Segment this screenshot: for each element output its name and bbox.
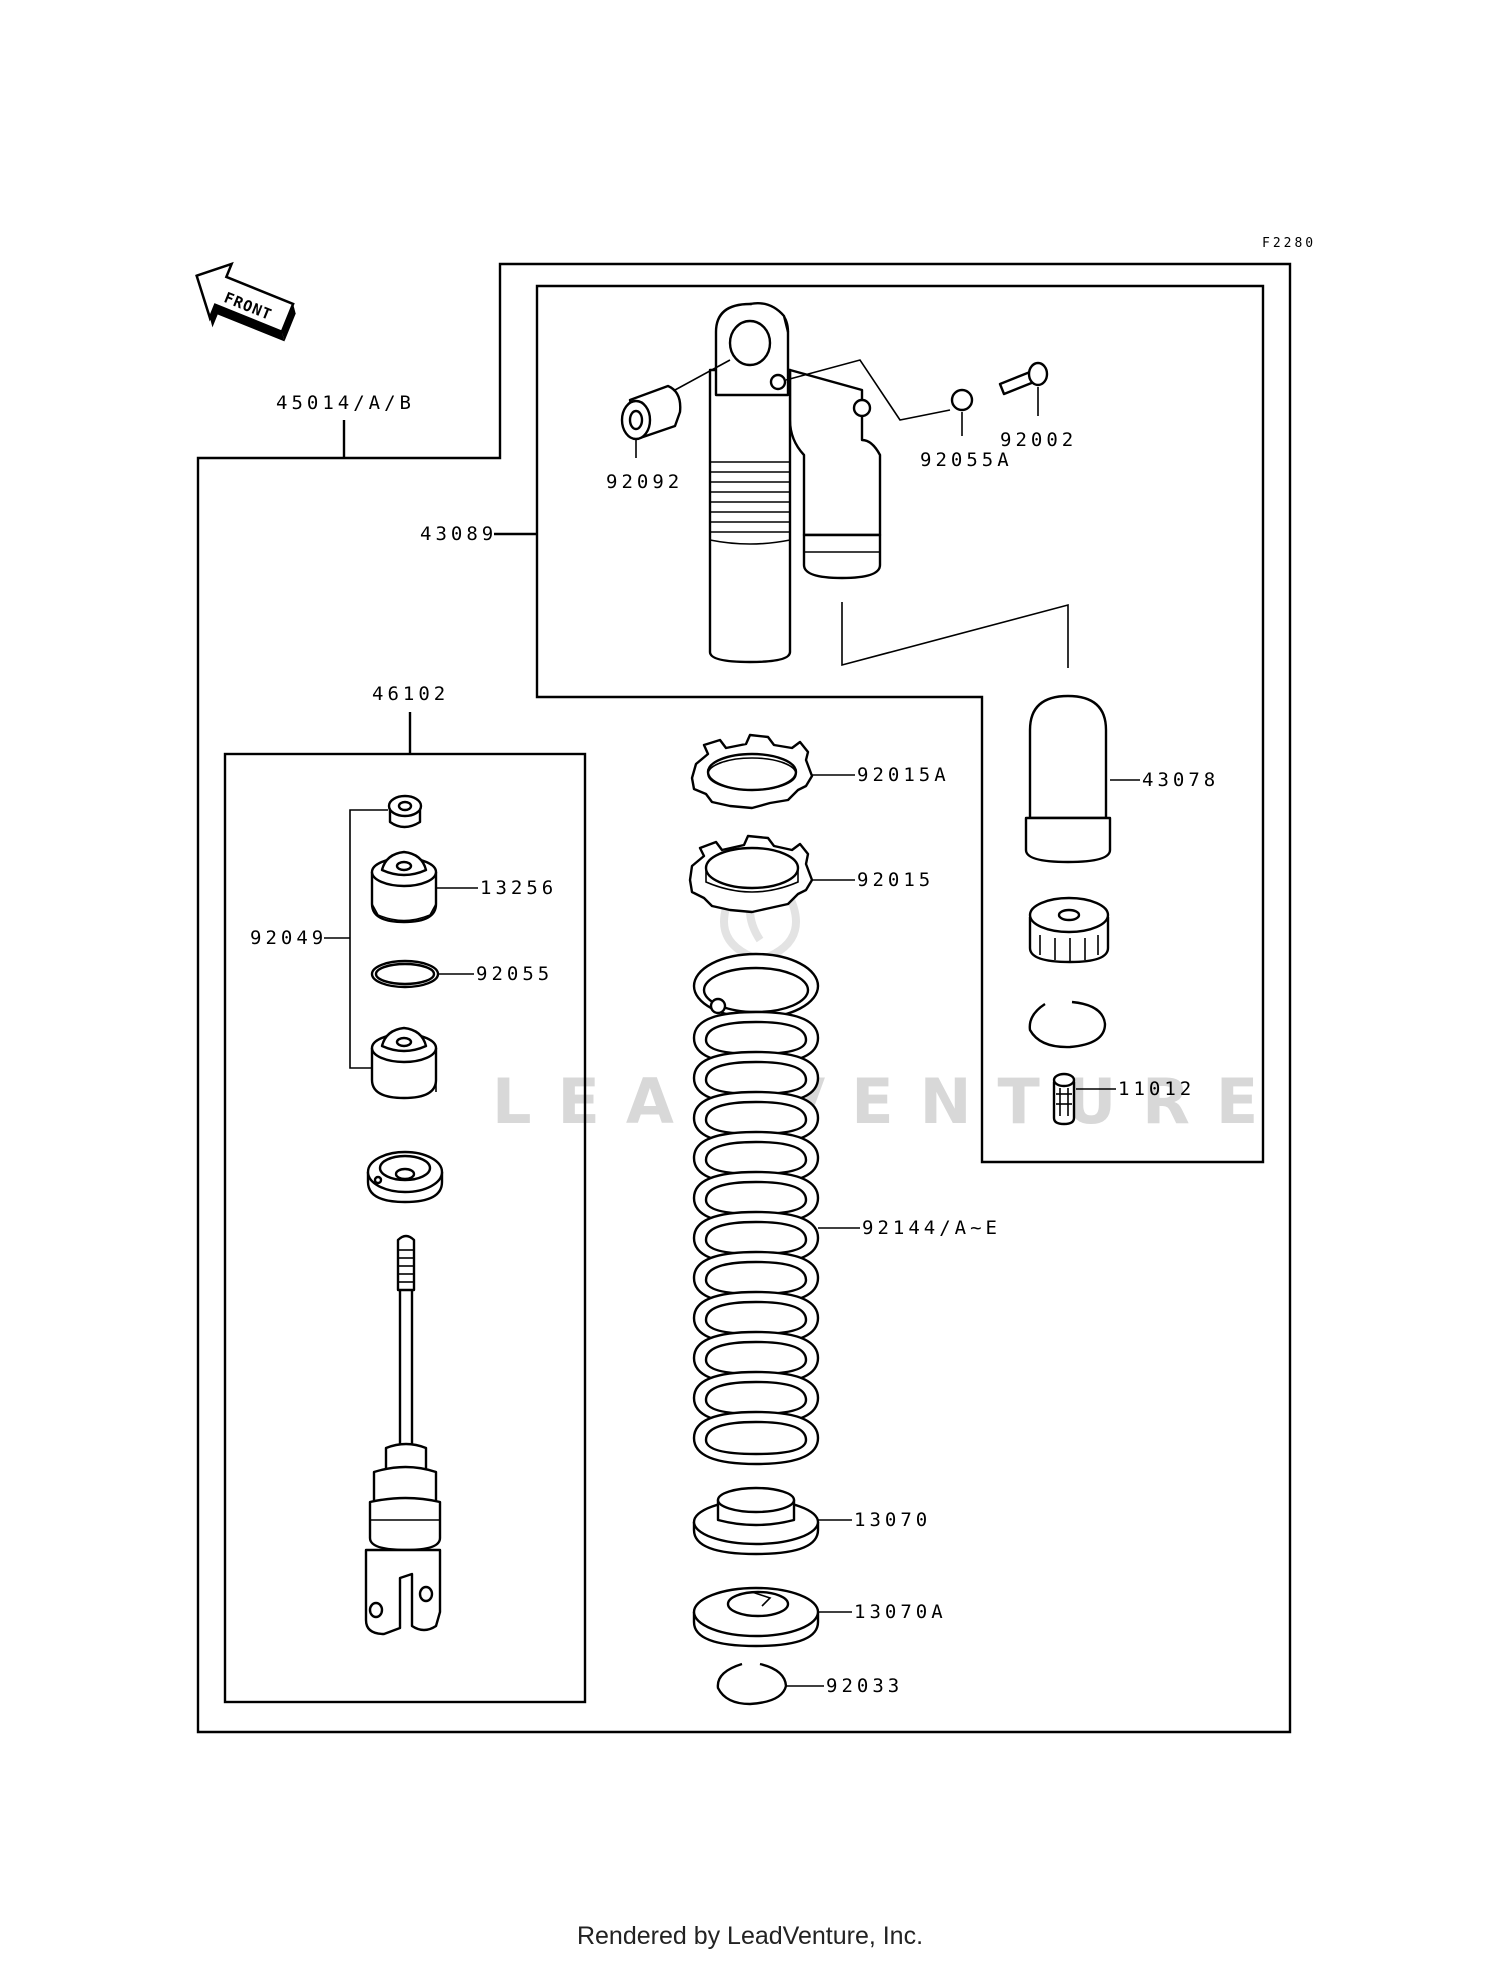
rod-kit-box	[223, 752, 587, 1704]
spring-coil-inner	[704, 1100, 808, 1136]
piston-cap	[366, 1150, 444, 1204]
spring-92144: 92144/A~E	[692, 952, 1001, 1466]
piston-rod	[364, 1234, 442, 1636]
spring-coil-inner	[704, 1420, 808, 1456]
spring-seat-13070: 13070	[692, 1486, 931, 1556]
valve-11012: 11012	[1052, 1072, 1195, 1126]
o-ring-92055A: 92055A	[920, 388, 1013, 471]
o-ring-92055: 92055	[370, 959, 553, 989]
screw-92002: 92002	[998, 361, 1077, 451]
bushing-92092: 92092	[606, 359, 731, 493]
assembly-outline	[196, 262, 1292, 1734]
circlip-reservoir	[1028, 1000, 1107, 1049]
spring-coil-inner	[704, 1300, 808, 1336]
svg-text:92049: 92049	[250, 927, 327, 949]
stopper-13070A: 13070A	[692, 1586, 947, 1648]
svg-text:92055: 92055	[476, 963, 553, 985]
reservoir-cap	[1028, 896, 1110, 964]
svg-text:13256: 13256	[480, 877, 557, 899]
svg-text:92055A: 92055A	[920, 449, 1013, 471]
svg-text:92033: 92033	[826, 1675, 903, 1697]
watermark: LEADVENTURE	[492, 877, 1284, 1138]
svg-text:92015A: 92015A	[857, 764, 950, 786]
shock-body-label: 43089	[420, 523, 497, 545]
svg-text:LEADVENTURE: LEADVENTURE	[492, 1065, 1284, 1138]
svg-text:13070A: 13070A	[854, 1601, 947, 1623]
rod-nut	[387, 794, 423, 829]
spring-coil-inner	[704, 1260, 808, 1296]
assembly-label: 45014/A/B	[276, 392, 415, 414]
adjust-nut-92015: 92015	[688, 834, 934, 914]
circlip-92033: 92033	[716, 1662, 903, 1706]
seal-assembly	[370, 1026, 438, 1100]
shock-body	[708, 302, 882, 664]
spring-coil-inner	[704, 1380, 808, 1416]
svg-text:92002: 92002	[1000, 429, 1077, 451]
bracket-92049: 92049	[250, 809, 388, 1069]
bushing-13256: 13256	[370, 850, 557, 924]
svg-text:92092: 92092	[606, 471, 683, 493]
bladder-43078: 43078	[1024, 694, 1219, 864]
spring-coil-inner	[704, 1220, 808, 1256]
figure-code: F2280	[1262, 236, 1316, 251]
lock-nut-92015A: 92015A	[690, 733, 950, 810]
svg-text:13070: 13070	[854, 1509, 931, 1531]
footer-credit: Rendered by LeadVenture, Inc.	[576, 1922, 924, 1950]
svg-text:43078: 43078	[1142, 769, 1219, 791]
spring-coil-inner	[704, 1140, 808, 1176]
spring-coil-inner	[704, 1340, 808, 1376]
svg-text:92015: 92015	[857, 869, 934, 891]
svg-text:11012: 11012	[1118, 1078, 1195, 1100]
rod-kit-label: 46102	[372, 683, 449, 705]
front-arrow-icon: FRONT	[195, 261, 296, 342]
shock-body-box	[535, 284, 1265, 1164]
spring-coil-inner	[704, 1020, 808, 1056]
spring-coil-inner	[704, 1180, 808, 1216]
spring-coil-inner	[704, 1060, 808, 1096]
svg-text:92144/A~E: 92144/A~E	[862, 1217, 1001, 1239]
